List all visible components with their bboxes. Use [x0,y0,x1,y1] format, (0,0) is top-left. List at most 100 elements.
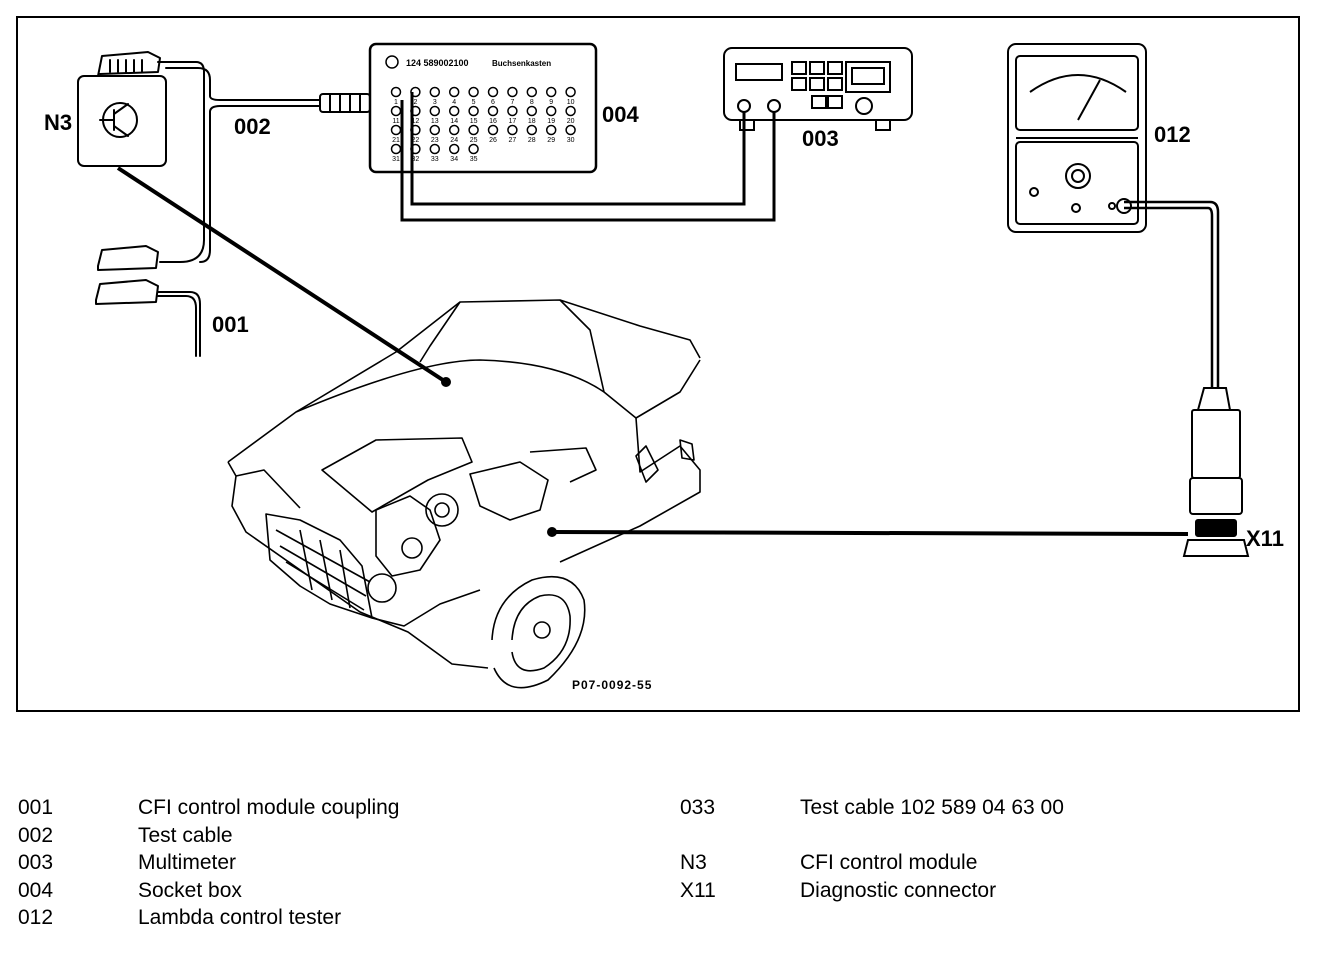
socket-number: 32 [412,156,420,163]
socket-number: 5 [472,99,476,106]
socket-number: 20 [567,118,575,125]
legend-code: X11 [680,879,716,902]
coupling-plugs-001 [95,245,159,305]
socket-number: 2 [413,99,417,106]
socket-10 [565,86,576,98]
socket-27 [507,124,518,136]
socket-number: 24 [450,137,458,144]
socket-number: 3 [433,99,437,106]
label-001: 001 [212,312,249,337]
legend-code: N3 [680,851,707,874]
legend-code: 033 [680,796,716,819]
socket-14 [448,105,460,117]
legend-desc: CFI control module [800,851,978,874]
socket-number: 27 [509,137,517,144]
socket-1 [390,86,402,98]
socket-30 [565,124,576,136]
socket-26 [487,124,499,136]
lambda-tester-012 [1007,43,1147,233]
socket-7 [507,86,518,98]
socket-number: 26 [489,137,497,144]
socket-number: 31 [392,156,400,163]
legend-left: 001 CFI control module coupling 002 Test c… [18,796,658,936]
socket-4 [448,86,460,98]
legend-desc: CFI control module coupling [138,796,400,819]
socket-number: 8 [530,99,534,106]
legend-code: 003 [18,851,54,874]
socket-number: 17 [509,118,517,125]
socket-33 [429,143,441,155]
socket-number: 19 [547,118,555,125]
legend-desc: Multimeter [138,851,237,874]
socket-box-part-number: 124 589002100 [406,58,469,68]
socket-9 [545,86,557,98]
legend-desc: Diagnostic connector [800,879,997,902]
label-003: 003 [802,126,839,151]
socket-number: 10 [567,99,575,106]
socket-35 [468,143,479,155]
socket-21 [390,124,402,136]
diagram-frame [16,16,1300,712]
socket-number: 21 [392,137,400,144]
socket-number: 13 [431,118,439,125]
socket-number: 6 [491,99,495,106]
socket-number: 14 [450,118,458,125]
socket-box-title: Buchsenkasten [492,59,551,68]
socket-25 [468,124,479,136]
socket-29 [545,124,557,136]
socket-number: 33 [431,156,439,163]
socket-18 [526,105,538,117]
label-004: 004 [602,102,639,127]
socket-8 [526,86,538,98]
socket-number: 22 [412,137,420,144]
socket-3 [429,86,441,98]
socket-28 [526,124,538,136]
legend-code: 012 [18,906,54,929]
socket-number: 15 [470,118,478,125]
label-n3: N3 [44,110,73,135]
legend-desc: Lambda control tester [138,906,342,929]
car-illustration [227,299,701,689]
socket-19 [545,105,557,117]
socket-number: 30 [567,137,575,144]
label-012: 012 [1154,122,1191,147]
socket-number: 16 [489,118,497,125]
socket-20 [565,105,576,117]
label-002: 002 [234,114,271,139]
socket-number: 25 [470,137,478,144]
diagnostic-connector-x11 [1182,387,1250,557]
socket-number: 12 [412,118,420,125]
socket-6 [487,86,499,98]
socket-number: 7 [510,99,514,106]
socket-13 [429,105,441,117]
socket-16 [487,105,499,117]
socket-number: 11 [392,118,399,125]
socket-number: 18 [528,118,536,125]
figure-reference: P07-0092-55 [572,678,653,692]
legend-desc: Socket box [138,879,242,902]
multimeter-003 [723,47,913,131]
socket-34 [448,143,460,155]
socket-17 [507,105,518,117]
legend-code: 004 [18,879,54,902]
control-module-n3 [77,51,167,167]
legend-code: 001 [18,796,54,819]
socket-number: 35 [470,156,478,163]
socket-number: 28 [528,137,536,144]
socket-number: 34 [450,156,458,163]
socket-5 [468,86,479,98]
socket-number: 4 [452,99,456,106]
socket-31 [390,143,402,155]
socket-number: 1 [394,99,398,106]
label-x11: X11 [1246,526,1284,551]
legend-desc: Test cable [138,824,233,847]
socket-15 [468,105,479,117]
socket-number: 23 [431,137,439,144]
socket-11 [390,105,402,117]
legend-code: 002 [18,824,54,847]
socket-number: 29 [547,137,555,144]
socket-number: 9 [549,99,553,106]
